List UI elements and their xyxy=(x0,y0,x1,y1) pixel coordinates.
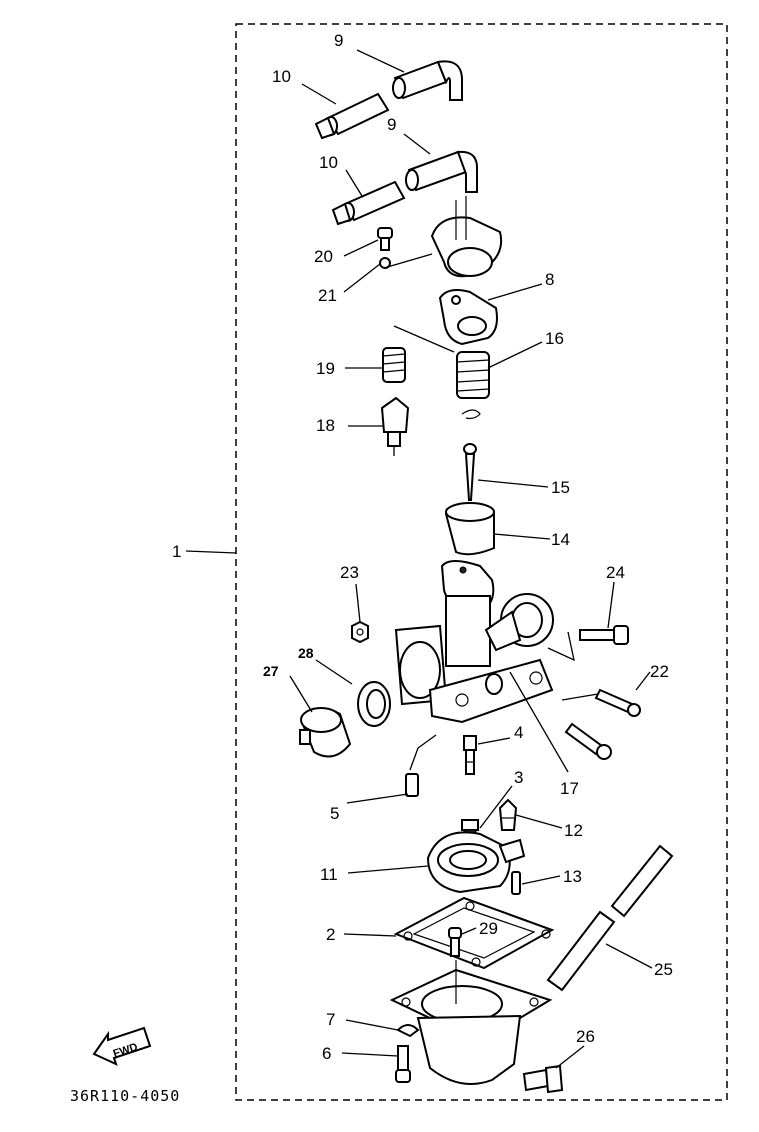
callout-23: 23 xyxy=(340,563,359,582)
callout-2: 2 xyxy=(326,925,335,944)
callout-20: 20 xyxy=(314,247,333,266)
part-5-spring xyxy=(405,773,419,797)
part-26-drain-plug xyxy=(522,1064,564,1094)
part-12-float-valve xyxy=(498,798,518,831)
callout-11: 11 xyxy=(320,865,338,884)
part-28-ring xyxy=(357,681,391,727)
callout-15: 15 xyxy=(551,478,570,497)
callout-10b: 10 xyxy=(319,153,338,172)
part-4-needle-jet xyxy=(463,735,477,775)
part-float-chamber xyxy=(389,960,553,1085)
assembly-boundary xyxy=(235,23,728,1101)
part-24-screw xyxy=(579,625,629,645)
part-19-spring xyxy=(382,347,406,383)
callout-22: 22 xyxy=(650,662,669,681)
part-1-carburetor-body xyxy=(394,560,554,724)
callout-17: 17 xyxy=(560,779,579,798)
callout-4: 4 xyxy=(514,723,523,742)
part-13-pin xyxy=(511,871,521,895)
callout-19: 19 xyxy=(316,359,335,378)
callout-18: 18 xyxy=(316,416,335,435)
part-15-jet-needle xyxy=(463,443,477,501)
callout-28: 28 xyxy=(298,645,314,661)
part-10-cap-upper xyxy=(314,92,390,140)
callout-10a: 10 xyxy=(272,67,291,86)
part-top-cap xyxy=(430,196,503,278)
diagram-code: 36R110-4050 xyxy=(70,1087,180,1105)
callout-16: 16 xyxy=(545,329,564,348)
callout-3: 3 xyxy=(514,768,523,787)
callout-25: 25 xyxy=(654,960,673,979)
callout-8: 8 xyxy=(545,270,554,289)
part-6-screw xyxy=(395,1045,411,1083)
part-29-drain-screw xyxy=(448,927,462,957)
part-18-plunger xyxy=(380,396,410,456)
callout-12: 12 xyxy=(564,821,583,840)
callout-24: 24 xyxy=(606,563,625,582)
part-22-pilot-screw xyxy=(594,688,641,717)
part-11-float xyxy=(426,831,526,894)
part-16-spring xyxy=(456,351,490,399)
callout-1: 1 xyxy=(172,542,181,561)
callout-26: 26 xyxy=(576,1027,595,1046)
part-2-float-gasket xyxy=(393,896,555,970)
part-27-cap xyxy=(299,707,352,758)
callout-29: 29 xyxy=(479,919,498,938)
callout-9b: 9 xyxy=(387,115,396,134)
part-8-gasket xyxy=(438,289,498,346)
leader-lines xyxy=(185,49,653,1069)
part-needle-clip xyxy=(461,409,481,420)
callout-7: 7 xyxy=(326,1010,335,1029)
part-23-nut xyxy=(351,620,369,644)
fwd-arrow-icon: FWD xyxy=(92,1026,152,1066)
callout-5: 5 xyxy=(330,804,339,823)
part-25-hose xyxy=(546,844,674,992)
part-20-screw xyxy=(377,227,393,251)
callout-21: 21 xyxy=(318,286,337,305)
part-14-throttle-valve xyxy=(444,502,495,556)
callout-9a: 9 xyxy=(334,31,343,50)
callout-27: 27 xyxy=(263,663,279,679)
callout-13: 13 xyxy=(563,867,582,886)
callout-6: 6 xyxy=(322,1044,331,1063)
part-9-elbow-pipe-lower xyxy=(405,150,479,193)
callout-14: 14 xyxy=(551,530,570,549)
part-10-cap-lower xyxy=(331,180,406,226)
part-9-elbow-pipe-upper xyxy=(392,60,463,101)
part-7-clip xyxy=(396,1024,420,1038)
part-17-throttle-screw xyxy=(564,722,612,760)
